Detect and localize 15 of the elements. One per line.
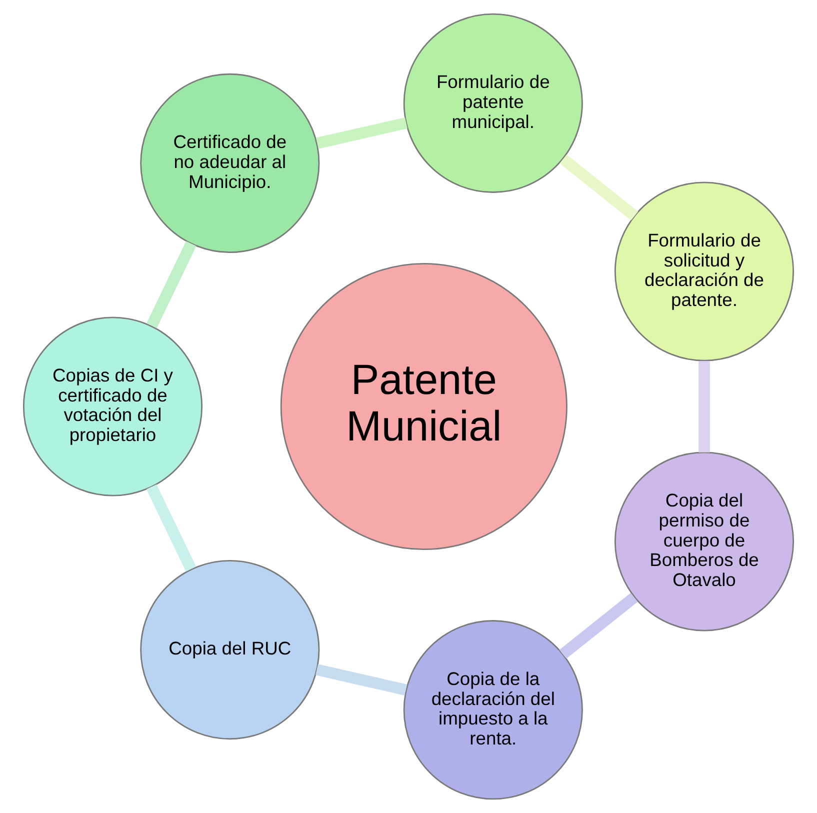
node-circle: Copia del RUC [140,560,320,740]
connector [146,241,196,328]
connector [560,154,638,220]
node-circle: Patente Municial [280,262,568,550]
node-circle: Copias de CI y certificado de votación del propietario [22,316,203,496]
node-circle: Certificado de no adeudar al Municipio. [140,73,320,254]
connector [316,664,408,696]
node-circle: Copia de la declaración del impuesto a la renta. [403,620,583,800]
connector [316,117,408,149]
connector [559,592,638,659]
connector [698,361,710,452]
node-circle: Formulario de patente municipal. [403,13,583,193]
node-circle: Copia del permiso de cuerpo de Bomberos de Otavalo [614,452,794,632]
node-circle: Formulario de solicitud y declaración de patente. [614,182,794,362]
connector [146,484,196,572]
